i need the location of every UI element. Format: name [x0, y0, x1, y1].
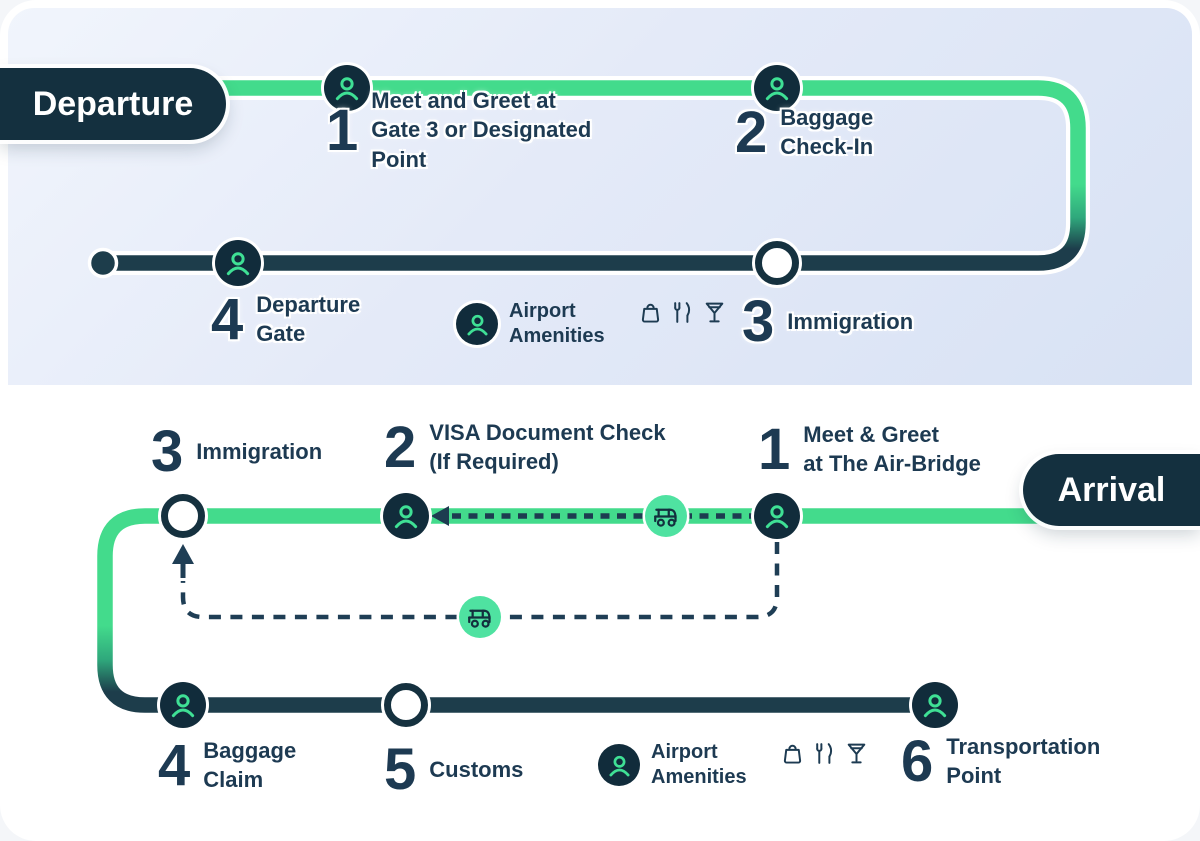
stop-marker-person: [383, 493, 429, 539]
stop-label-immigration: 3 Immigration: [151, 419, 323, 484]
stop-number: 6: [901, 728, 934, 794]
amenity-icons: [638, 300, 727, 325]
stop-label-visa-check: 2 VISA Document Check (If Required): [384, 418, 666, 477]
buggy-icon: [645, 495, 687, 537]
left-arrowhead: [431, 506, 449, 526]
dining-icon: [815, 743, 832, 764]
stop-number: 3: [151, 419, 184, 484]
stop-label-customs: 5 Customs: [384, 737, 524, 802]
stop-marker-person: [324, 65, 370, 111]
stop-marker-open-circle: [755, 241, 799, 285]
buggy-bypass-dashed-route: [172, 542, 780, 620]
stop-label-meet-greet-airbridge: 1 Meet & Greet at The Air-Bridge: [758, 420, 981, 479]
stop-number: 4: [158, 732, 191, 798]
person-icon: [394, 505, 418, 529]
stop-label-meet-and-greet: 1 Meet and Greet at Gate 3 or Designated…: [326, 86, 591, 174]
stop-marker-open-circle: [384, 683, 428, 727]
cocktail-icon: [705, 302, 723, 323]
stop-label-baggage-checkin: 2 Baggage Check-In: [735, 103, 873, 162]
stop-text: Departure Gate: [256, 292, 361, 347]
departure-route: [60, 76, 1090, 279]
airport-amenities-legend: Airport Amenities: [456, 299, 727, 349]
person-icon: [335, 77, 359, 101]
stop-marker-person: [215, 240, 261, 286]
buggy-icon: [459, 596, 501, 638]
arrival-badge: Arrival: [1023, 454, 1200, 526]
stop-number: 2: [384, 414, 417, 480]
stop-marker-person: [754, 493, 800, 539]
amenities-title: Airport Amenities: [651, 741, 747, 789]
stop-text: Customs: [429, 756, 524, 782]
stop-marker-person: [160, 682, 206, 728]
stop-text: Baggage Claim: [203, 738, 297, 793]
person-icon: [923, 694, 947, 718]
person-icon: [456, 303, 498, 346]
buggy-shuttle-dashed-arrow: [431, 506, 758, 526]
stop-number: 4: [211, 286, 244, 352]
stop-number: 2: [735, 99, 768, 165]
stop-label-departure-gate: 4 Departure Gate: [211, 290, 360, 349]
stop-text: VISA Document Check (If Required): [429, 420, 666, 475]
stop-text: Immigration: [787, 308, 914, 334]
up-arrowhead: [172, 544, 194, 564]
dining-icon: [673, 302, 690, 323]
person-icon: [765, 505, 789, 529]
shopping-bag-icon: [783, 744, 801, 764]
stop-label-transportation-point: 6 Transportation Point: [901, 732, 1100, 791]
amenity-icons: [780, 741, 869, 766]
stop-number: 3: [742, 289, 775, 354]
stop-label-baggage-claim: 4 Baggage Claim: [158, 736, 296, 795]
route-endpoint-dot: [87, 247, 119, 279]
person-icon: [765, 77, 789, 101]
stop-label-immigration: 3 Immigration: [742, 289, 914, 354]
airport-amenities-legend: Airport Amenities: [598, 740, 869, 790]
stop-text: Meet and Greet at Gate 3 or Designated P…: [371, 88, 592, 172]
person-icon: [598, 744, 640, 787]
amenities-title: Airport Amenities: [509, 300, 605, 348]
stop-text: Transportation Point: [946, 734, 1101, 789]
cocktail-icon: [847, 743, 865, 764]
stop-number: 1: [326, 97, 359, 163]
stop-number: 5: [384, 737, 417, 802]
person-icon: [226, 252, 250, 276]
stop-marker-person: [912, 682, 958, 728]
shopping-bag-icon: [641, 303, 659, 323]
stop-marker-person: [754, 65, 800, 111]
arrival-route: [93, 504, 1200, 717]
stop-text: Meet & Greet at The Air-Bridge: [803, 422, 981, 477]
departure-badge: Departure: [0, 68, 226, 140]
stop-number: 1: [758, 416, 791, 482]
stop-marker-open-circle: [161, 494, 205, 538]
person-icon: [171, 694, 195, 718]
stop-text: Immigration: [196, 438, 323, 464]
stop-text: Baggage Check-In: [780, 105, 874, 160]
